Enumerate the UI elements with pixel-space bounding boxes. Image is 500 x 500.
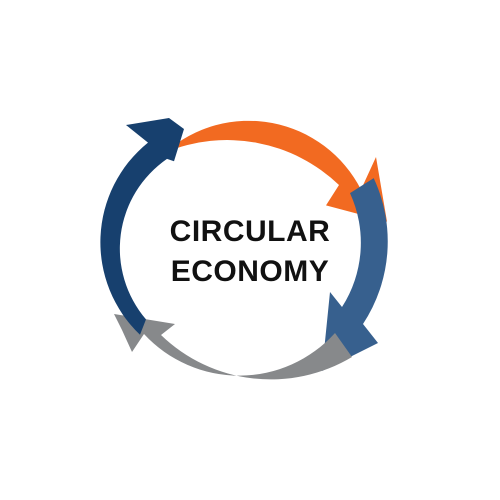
reuse-arrow bbox=[322, 178, 388, 371]
repair-label: REPAIR bbox=[211, 383, 289, 409]
recycle-arrow bbox=[100, 118, 184, 335]
center-title: CIRCULAR ECONOMY bbox=[130, 212, 370, 292]
center-title-line1: CIRCULAR bbox=[169, 215, 331, 248]
center-title-line2: ECONOMY bbox=[170, 255, 330, 288]
reuse-label: REUSE bbox=[392, 212, 418, 289]
reduce-arrow bbox=[165, 120, 387, 222]
repair-arrow bbox=[114, 314, 352, 380]
reduce-label: REDUCE bbox=[203, 91, 297, 119]
